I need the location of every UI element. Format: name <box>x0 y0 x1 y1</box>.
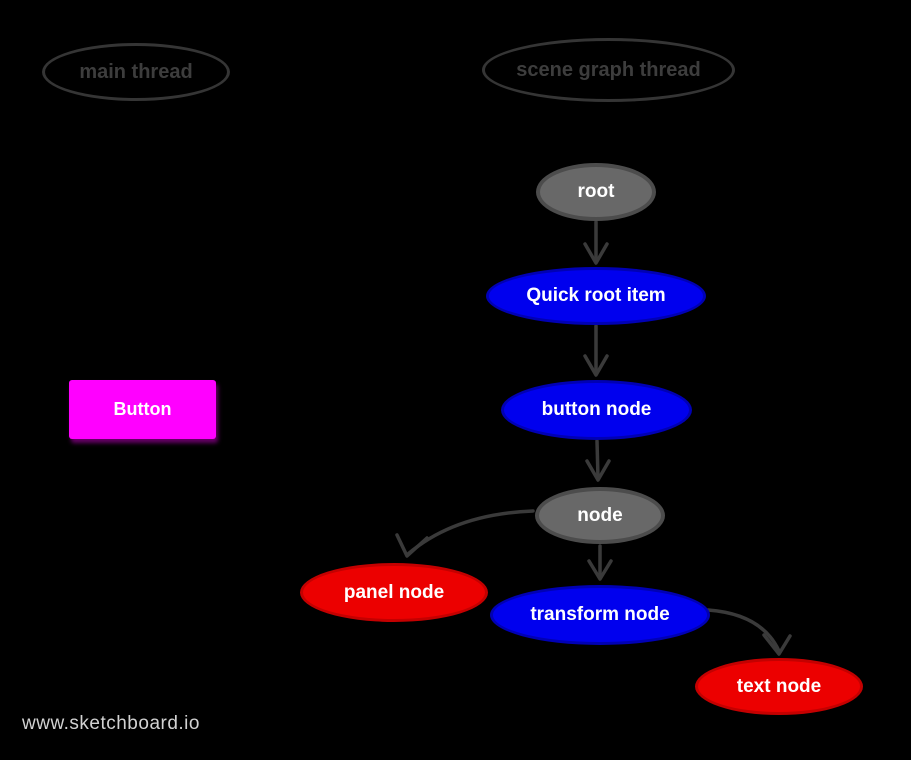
arrowhead-icon <box>587 559 613 581</box>
arrowhead-icon <box>583 354 609 377</box>
edge-root-to-quick-root-item[interactable] <box>583 220 609 265</box>
node-node-label: node <box>577 504 623 526</box>
edge-line <box>406 509 535 556</box>
node-button-node-label: button node <box>541 399 652 420</box>
node-root[interactable]: root <box>536 163 656 221</box>
arrowhead-icon <box>762 633 792 656</box>
edge-line <box>706 608 781 653</box>
node-transform-node-label: transform node <box>530 604 670 625</box>
node-panel-node-label: panel node <box>343 581 445 603</box>
edge-quick-root-item-to-button-node[interactable] <box>583 324 609 377</box>
button-shape-label: Button <box>113 399 172 419</box>
node-node[interactable]: node <box>535 487 665 544</box>
node-button-node[interactable]: button node <box>501 380 692 440</box>
node-root-label: root <box>577 181 615 202</box>
edge-transform-node-to-text-node[interactable] <box>706 608 792 656</box>
watermark-text: www.sketchboard.io <box>22 713 200 734</box>
arrowhead-icon <box>395 533 429 558</box>
edge-node-to-panel-node[interactable] <box>395 509 535 558</box>
lane-label-scene-graph-thread: scene graph thread <box>516 58 701 81</box>
arrowhead-icon <box>583 242 609 265</box>
node-quick-root-item[interactable]: Quick root item <box>486 267 706 325</box>
edge-line <box>595 439 600 480</box>
lane-oval-main-thread[interactable]: main thread <box>42 43 230 101</box>
button-shape[interactable]: Button <box>69 380 216 439</box>
node-transform-node[interactable]: transform node <box>490 585 710 645</box>
edge-button-node-to-node[interactable] <box>585 439 611 482</box>
node-text-node-label: text node <box>736 675 822 697</box>
node-text-node[interactable]: text node <box>695 658 863 715</box>
lane-label-main-thread: main thread <box>79 60 193 83</box>
node-quick-root-item-label: Quick root item <box>526 285 666 306</box>
lane-oval-scene-graph-thread[interactable]: scene graph thread <box>482 38 735 102</box>
edge-node-to-transform-node[interactable] <box>587 544 613 581</box>
node-panel-node[interactable]: panel node <box>300 563 488 622</box>
arrowhead-icon <box>585 459 611 482</box>
